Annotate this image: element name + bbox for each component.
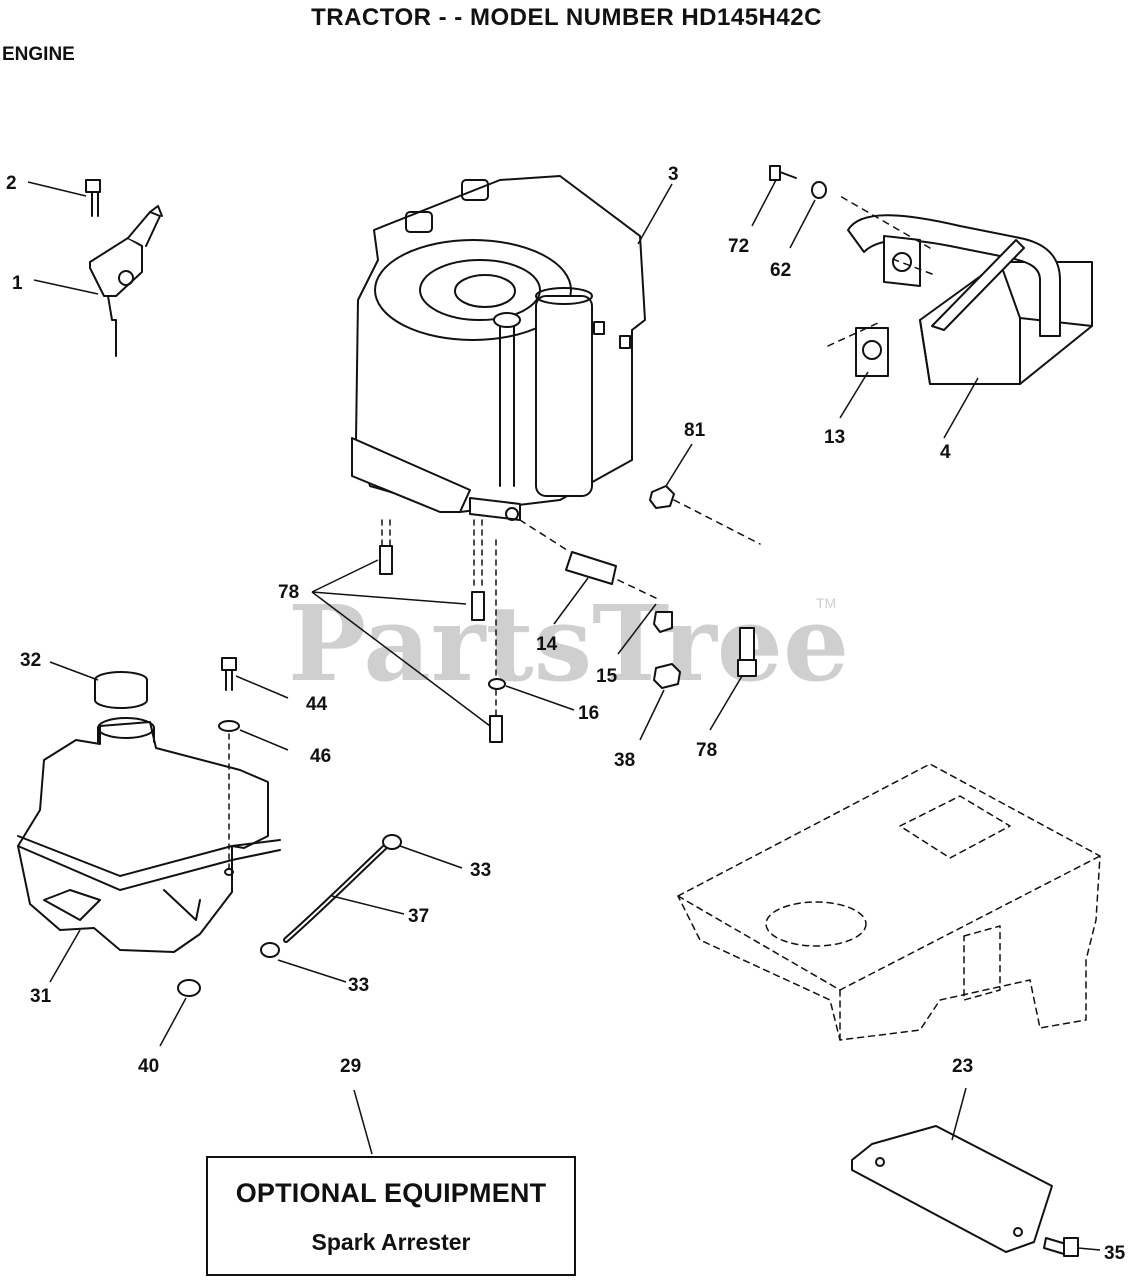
- diagram-title: TRACTOR - - MODEL NUMBER HD145H42C: [311, 4, 822, 31]
- clamp-33-bottom-part: [261, 943, 279, 957]
- callout-72: 72: [728, 236, 749, 257]
- callout-44: 44: [306, 694, 328, 715]
- nut-38-part: [654, 664, 680, 688]
- callout-62: 62: [770, 260, 791, 281]
- callout-46: 46: [310, 746, 331, 767]
- muffler-part: [848, 215, 1092, 384]
- optional-equipment-title: OPTIONAL EQUIPMENT: [235, 1178, 547, 1208]
- throttle-control-part: [86, 180, 162, 356]
- tractor-frame: [678, 764, 1100, 1040]
- watermark-text: PartsTree: [288, 582, 849, 705]
- fitting-15-part: [654, 612, 672, 632]
- callout-78-right: 78: [696, 740, 717, 761]
- fitting-14-part: [520, 520, 616, 584]
- callout-3: 3: [668, 164, 679, 185]
- grommet-40-part: [178, 980, 200, 996]
- callout-14: 14: [536, 634, 558, 655]
- callout-16: 16: [578, 703, 599, 724]
- fuel-tank-31-part: [18, 718, 280, 952]
- engine-part: [352, 176, 645, 520]
- nut-81-part: [650, 486, 674, 508]
- bolt-72-part: [770, 166, 796, 180]
- callout-38: 38: [614, 750, 635, 771]
- callout-23: 23: [952, 1056, 973, 1077]
- callout-40: 40: [138, 1056, 159, 1077]
- section-heading: ENGINE: [2, 44, 75, 65]
- callout-32: 32: [20, 650, 41, 671]
- optional-equipment-item: Spark Arrester: [311, 1229, 471, 1255]
- callout-81: 81: [684, 420, 706, 441]
- callout-37: 37: [408, 906, 429, 927]
- callout-1: 1: [12, 273, 23, 294]
- optional-equipment-box: OPTIONAL EQUIPMENT Spark Arrester: [206, 1156, 576, 1276]
- fuel-line-37-part: [286, 846, 386, 940]
- fuel-cap-32-part: [95, 672, 147, 708]
- callout-33-bottom: 33: [348, 975, 369, 996]
- callout-33-top: 33: [470, 860, 491, 881]
- screw-35-part: [1044, 1238, 1078, 1256]
- callout-4: 4: [940, 442, 951, 463]
- callout-35: 35: [1104, 1243, 1126, 1264]
- callout-78-engine: 78: [278, 582, 299, 603]
- washer-62-part: [812, 182, 826, 198]
- callout-13: 13: [824, 427, 845, 448]
- shield-23-part: [852, 1126, 1052, 1252]
- clamp-33-top-part: [383, 835, 401, 849]
- callout-2: 2: [6, 173, 17, 194]
- washer-46-part: [219, 721, 239, 731]
- bolt-78-under-engine: [380, 520, 505, 742]
- callout-31: 31: [30, 986, 52, 1007]
- screw-44-part: [222, 658, 236, 690]
- callout-29: 29: [340, 1056, 361, 1077]
- bolt-78-part: [738, 628, 756, 676]
- watermark-trademark: TM: [816, 595, 836, 611]
- callout-15: 15: [596, 666, 618, 687]
